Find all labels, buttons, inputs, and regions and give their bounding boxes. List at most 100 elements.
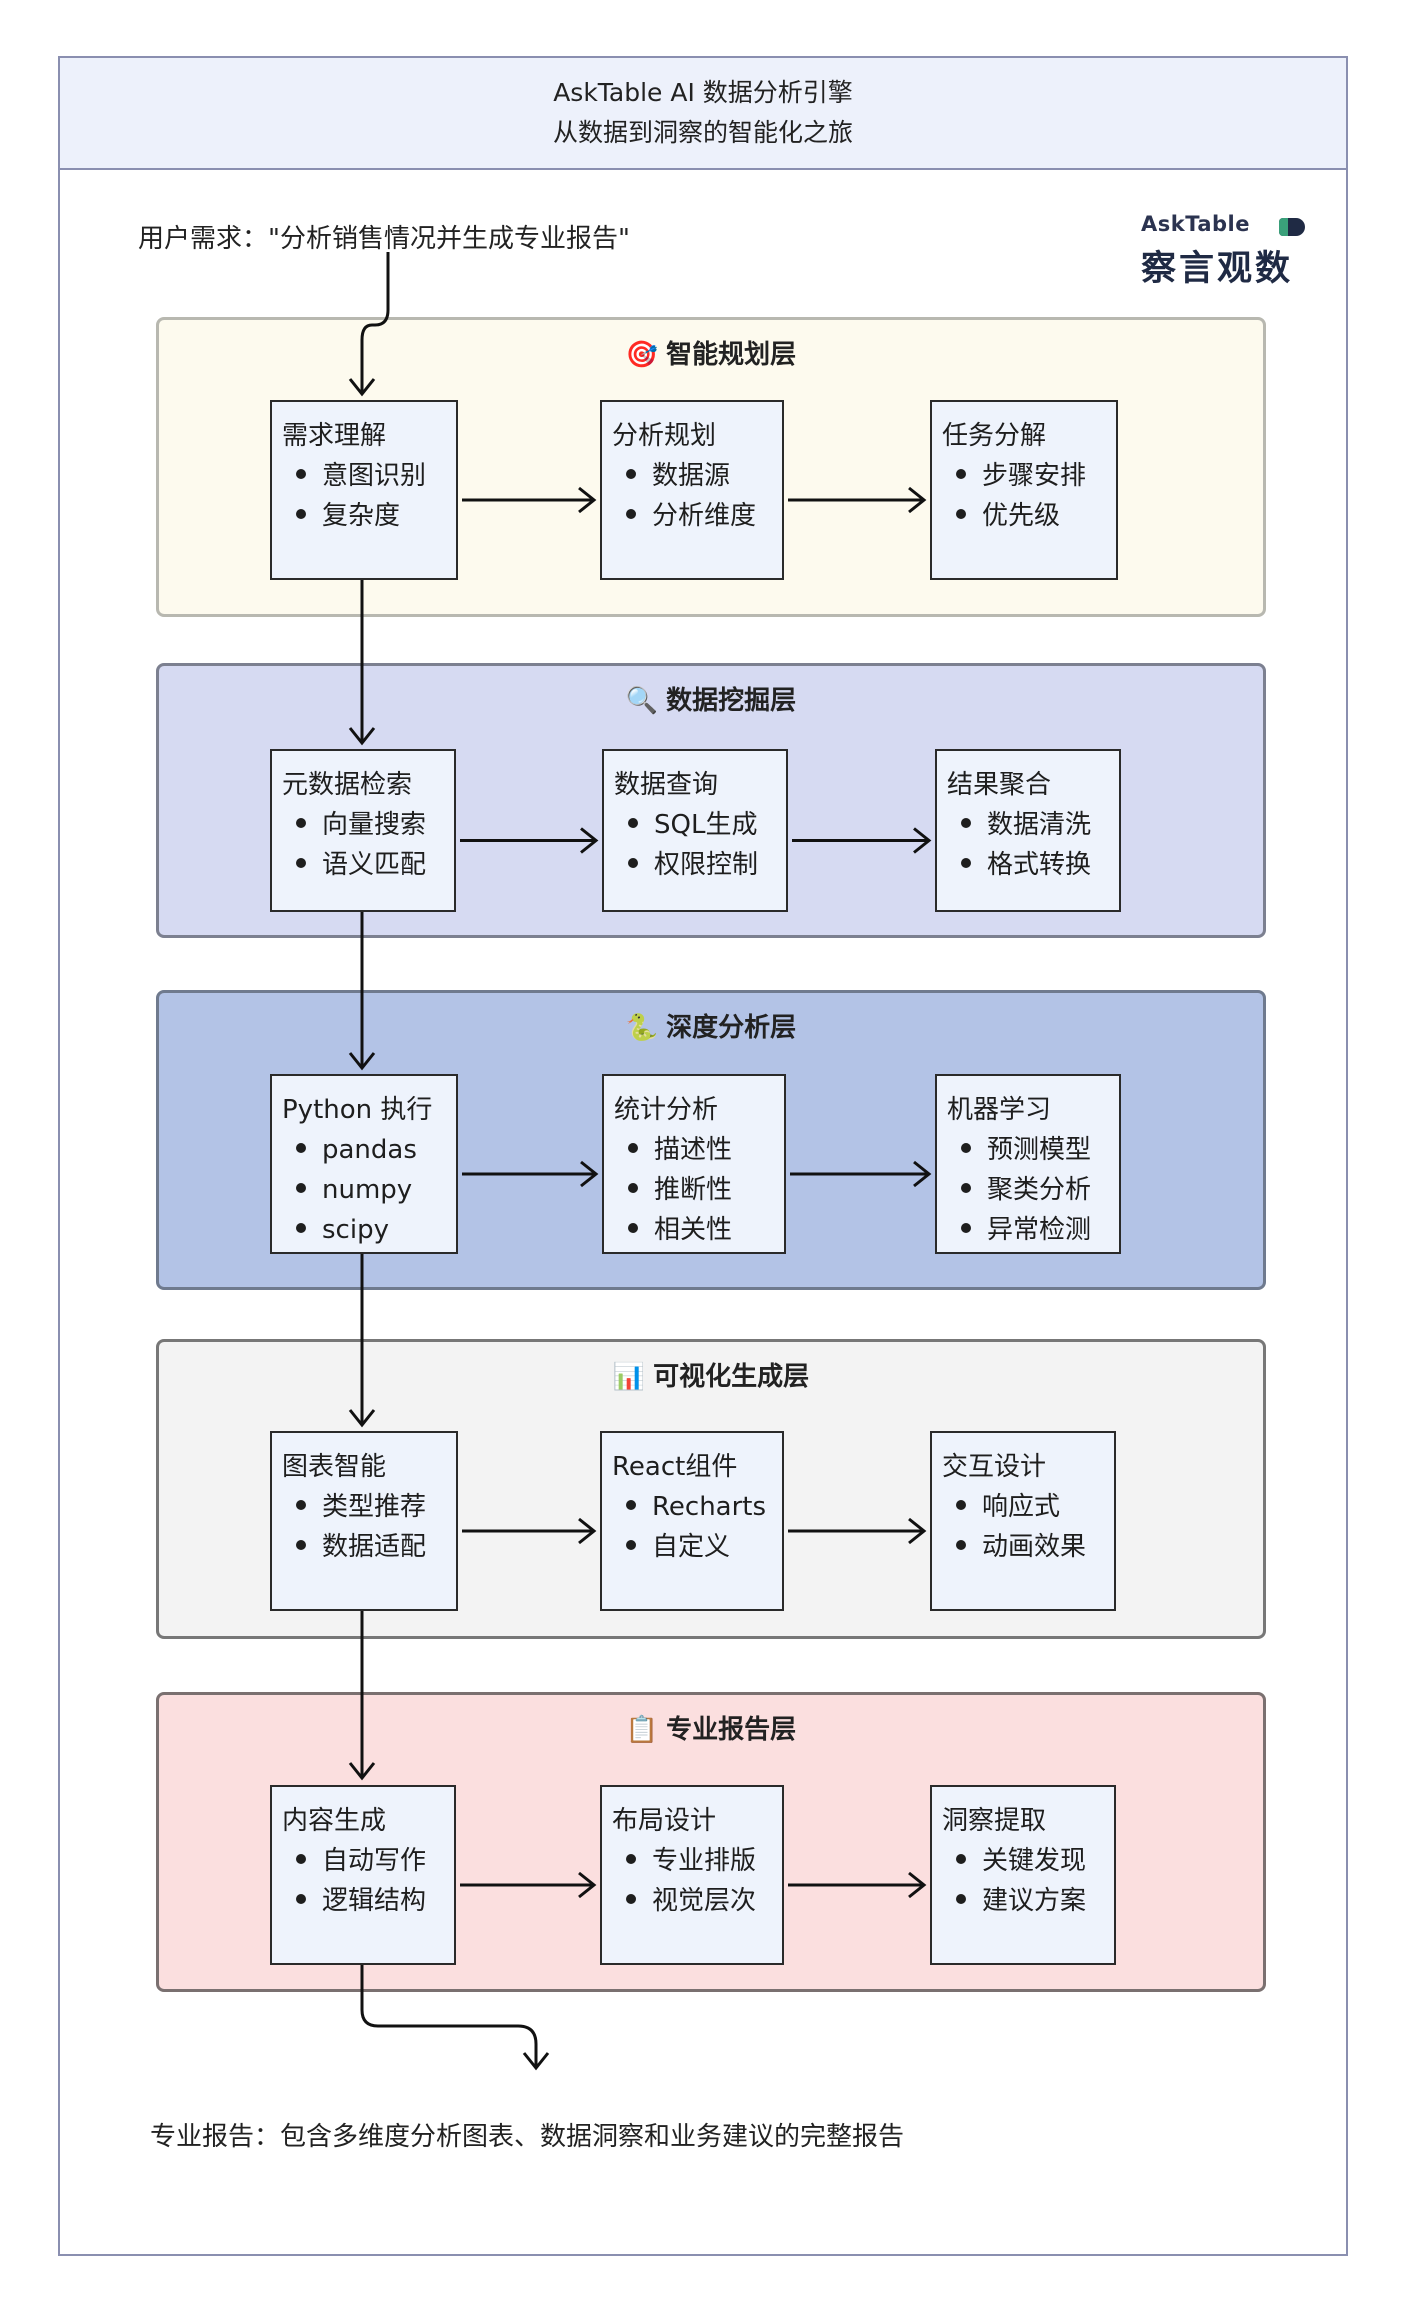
bullet-icon [296, 1853, 306, 1864]
bullet-icon [956, 468, 966, 479]
logo-wordmark-en: AskTable [1141, 212, 1250, 236]
list-item-text: 相关性 [654, 1215, 733, 1245]
list-item: 专业排版 [612, 1841, 782, 1881]
process-box-list: 描述性推断性相关性 [614, 1130, 784, 1250]
list-item: 动画效果 [942, 1527, 1114, 1567]
bullet-icon [296, 1539, 306, 1550]
process-box-title: 结果聚合 [947, 770, 1052, 800]
bullet-icon [296, 1893, 306, 1904]
process-box-list: 数据清洗格式转换 [947, 805, 1119, 885]
list-item-text: 步骤安排 [982, 461, 1087, 491]
title-bar: AskTable AI 数据分析引擎 从数据到洞察的智能化之旅 [60, 58, 1346, 170]
snake-icon: 🐍 [625, 1013, 659, 1043]
list-item-text: 自动写作 [322, 1846, 427, 1876]
bullet-icon [956, 1893, 966, 1904]
process-box: 任务分解步骤安排优先级 [930, 400, 1118, 580]
process-box: 机器学习预测模型聚类分析异常检测 [935, 1074, 1121, 1254]
list-item: 相关性 [614, 1210, 784, 1250]
layer-title-text: 深度分析层 [666, 1013, 797, 1043]
list-item: 描述性 [614, 1130, 784, 1170]
layer-title: 🎯智能规划层 [159, 334, 1263, 371]
list-item: 意图识别 [282, 456, 456, 496]
layer-title-text: 数据挖掘层 [666, 686, 797, 716]
list-item: 响应式 [942, 1487, 1114, 1527]
process-box: 元数据检索向量搜索语义匹配 [270, 749, 456, 912]
user-request-text: 用户需求："分析销售情况并生成专业报告" [138, 224, 630, 254]
bullet-icon [296, 508, 306, 519]
target-icon: 🎯 [625, 340, 659, 370]
list-item-text: 数据源 [652, 461, 731, 491]
list-item-text: 逻辑结构 [322, 1886, 427, 1916]
list-item-text: 建议方案 [982, 1886, 1087, 1916]
bullet-icon [628, 1142, 638, 1153]
bullet-icon [626, 1893, 636, 1904]
process-box-list: 响应式动画效果 [942, 1487, 1114, 1567]
title-line-2: 从数据到洞察的智能化之旅 [552, 118, 853, 147]
process-box-list: 意图识别复杂度 [282, 456, 456, 536]
process-box-title: 洞察提取 [942, 1806, 1047, 1836]
process-box-list: 专业排版视觉层次 [612, 1841, 782, 1921]
bullet-icon [956, 1499, 966, 1510]
bullet-icon [961, 1142, 971, 1153]
process-box-title: Python 执行 [282, 1095, 433, 1125]
bullet-icon [628, 1222, 638, 1233]
process-box-title: 图表智能 [282, 1452, 387, 1482]
list-item: 步骤安排 [942, 456, 1116, 496]
title-line-1: AskTable AI 数据分析引擎 [553, 78, 853, 107]
list-item-text: 数据清洗 [987, 810, 1092, 840]
bullet-icon [628, 817, 638, 828]
process-box-list: 预测模型聚类分析异常检测 [947, 1130, 1119, 1250]
list-item: 关键发现 [942, 1841, 1114, 1881]
list-item: 推断性 [614, 1170, 784, 1210]
process-box: 统计分析描述性推断性相关性 [602, 1074, 786, 1254]
process-box-title: 数据查询 [614, 770, 719, 800]
process-box-title: React组件 [612, 1452, 738, 1482]
list-item: Recharts [612, 1487, 782, 1527]
list-item: SQL生成 [614, 805, 786, 845]
list-item: 预测模型 [947, 1130, 1119, 1170]
list-item: 分析维度 [612, 496, 782, 536]
list-item-text: 专业排版 [652, 1846, 757, 1876]
logo-wordmark-cn: 察言观数 [1141, 248, 1294, 289]
bullet-icon [961, 817, 971, 828]
list-item: 数据源 [612, 456, 782, 496]
process-box: 交互设计响应式动画效果 [930, 1431, 1116, 1611]
bullet-icon [628, 857, 638, 868]
list-item-text: 意图识别 [322, 461, 427, 491]
bullet-icon [626, 1499, 636, 1510]
list-item: numpy [282, 1170, 456, 1210]
list-item-text: 类型推荐 [322, 1492, 427, 1522]
list-item: 类型推荐 [282, 1487, 456, 1527]
list-item-text: 预测模型 [987, 1135, 1092, 1165]
list-item: 聚类分析 [947, 1170, 1119, 1210]
list-item-text: 权限控制 [654, 850, 759, 880]
list-item-text: 响应式 [982, 1492, 1061, 1522]
process-box-title: 布局设计 [612, 1806, 717, 1836]
bullet-icon [956, 1539, 966, 1550]
layer-title: 🐍深度分析层 [159, 1007, 1263, 1044]
list-item: 视觉层次 [612, 1881, 782, 1921]
bullet-icon [296, 468, 306, 479]
list-item: 逻辑结构 [282, 1881, 454, 1921]
magnifier-icon: 🔍 [625, 686, 659, 716]
process-box-title: 需求理解 [282, 421, 387, 451]
bullet-icon [296, 857, 306, 868]
list-item-text: 自定义 [652, 1532, 731, 1562]
process-box: React组件 Recharts 自定义 [600, 1431, 784, 1611]
process-box-list: 步骤安排优先级 [942, 456, 1116, 536]
process-box: 洞察提取关键发现建议方案 [930, 1785, 1116, 1965]
logo-mark-icon [1279, 218, 1305, 236]
list-item-text: 推断性 [654, 1175, 733, 1205]
process-box-title: 元数据检索 [282, 770, 413, 800]
list-item-text: 数据适配 [322, 1532, 427, 1562]
process-box-list: 类型推荐数据适配 [282, 1487, 456, 1567]
bullet-icon [961, 1222, 971, 1233]
clipboard-icon: 📋 [625, 1715, 659, 1745]
list-item-text: pandas [322, 1135, 417, 1165]
process-box-title: 内容生成 [282, 1806, 387, 1836]
process-box: 分析规划数据源分析维度 [600, 400, 784, 580]
process-box-list: SQL生成权限控制 [614, 805, 786, 885]
bullet-icon [626, 508, 636, 519]
list-item: 自定义 [612, 1527, 782, 1567]
